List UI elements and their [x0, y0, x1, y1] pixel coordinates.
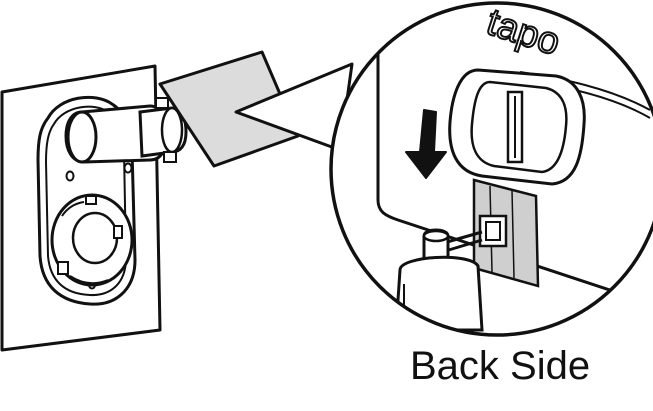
mount-joint-tab-bottom — [163, 151, 177, 163]
zoom-circle-contents: tapo — [376, 3, 651, 332]
camera-back-edge — [376, 40, 641, 302]
screw-hole-left — [65, 170, 75, 182]
socket-rim-detail-2 — [69, 275, 109, 285]
back-side-caption: Back Side — [410, 344, 591, 388]
connector-plug-inner — [485, 221, 501, 241]
back-plate-rib-2 — [511, 189, 515, 279]
mount-joint-tab — [155, 97, 169, 109]
adapter-cap-top — [422, 229, 450, 243]
mount-arm-end — [66, 110, 98, 164]
socket-tab-right — [113, 225, 123, 239]
socket-tab-left — [57, 261, 69, 275]
mount-socket-inner — [71, 211, 119, 265]
zoom-circle-outline — [329, 1, 653, 337]
wall-mount — [36, 95, 188, 306]
adapter-body — [394, 255, 484, 332]
socket-tab-top — [85, 195, 97, 205]
socket-rim-detail — [61, 201, 85, 217]
down-arrow-icon — [405, 109, 447, 179]
screw-hole-right — [123, 162, 133, 174]
